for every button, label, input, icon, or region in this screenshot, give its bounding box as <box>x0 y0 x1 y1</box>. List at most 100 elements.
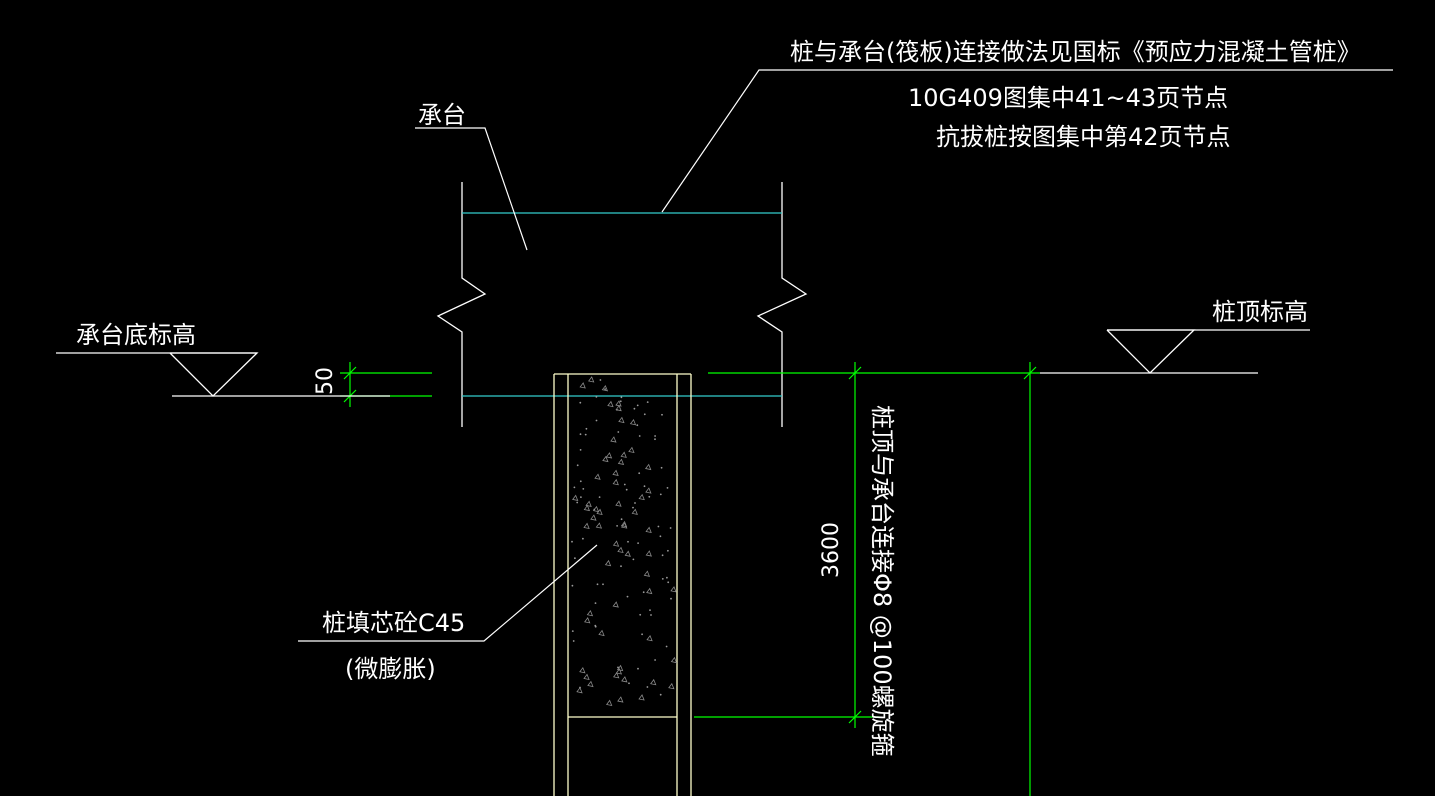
dim-3600-text: 3600 <box>819 522 844 578</box>
concrete-hatch-mark <box>661 554 664 557</box>
cap-left-edge-break-line <box>436 182 487 427</box>
concrete-hatch-mark <box>612 540 620 547</box>
concrete-hatch-mark <box>645 487 652 494</box>
cap-bottom-elev-triangle <box>169 352 259 397</box>
concrete-hatch-mark <box>582 537 584 540</box>
concrete-hatch-mark <box>643 485 646 488</box>
concrete-hatch-mark <box>669 527 672 529</box>
concrete-hatch-mark <box>617 431 620 433</box>
right-vertical-tick <box>1023 366 1037 380</box>
connection-note-line2: 10G409图集中41~43页节点 <box>908 84 1228 112</box>
cap-bottom-elevation-symbol <box>56 352 390 397</box>
concrete-hatch-mark <box>637 667 639 670</box>
cap-level-lines <box>462 212 782 397</box>
concrete-hatch-mark <box>648 495 651 498</box>
concrete-hatch-mark <box>574 557 576 560</box>
concrete-hatch-mark <box>617 546 624 554</box>
concrete-core-hatch <box>571 376 678 707</box>
concrete-hatch-mark <box>584 617 591 624</box>
concrete-hatch-mark <box>596 583 599 586</box>
concrete-hatch-mark <box>572 640 575 642</box>
concrete-hatch-mark <box>619 400 622 403</box>
concrete-hatch-mark <box>620 520 628 528</box>
concrete-hatch-mark <box>633 407 636 410</box>
concrete-hatch-mark <box>613 672 620 679</box>
pipe-pile <box>553 373 692 796</box>
concrete-hatch-mark <box>667 581 670 584</box>
cap-bottom-elev-label: 承台底标高 <box>76 321 196 349</box>
concrete-hatch-mark <box>617 666 619 669</box>
concrete-hatch-mark <box>620 518 623 521</box>
concrete-hatch-mark <box>584 433 587 436</box>
concrete-hatch-mark <box>579 686 581 689</box>
concrete-hatch-mark <box>615 668 623 675</box>
concrete-hatch-mark <box>615 400 622 407</box>
concrete-hatch-mark <box>596 508 603 516</box>
concrete-hatch-mark <box>645 463 652 471</box>
concrete-hatch-mark <box>628 682 630 685</box>
concrete-hatch-mark <box>582 488 585 490</box>
concrete-hatch-mark <box>628 446 635 454</box>
concrete-hatch-mark <box>670 586 677 593</box>
concrete-hatch-mark <box>571 630 574 632</box>
cap-right-edge-break-line <box>756 182 808 427</box>
concrete-hatch-mark <box>576 686 583 694</box>
dimension-lines <box>340 362 1040 796</box>
concrete-hatch-mark <box>643 413 646 416</box>
concrete-hatch-mark <box>646 634 653 642</box>
concrete-hatch-mark <box>661 578 664 580</box>
concrete-hatch-mark <box>604 559 612 567</box>
concrete-hatch-mark <box>654 438 656 441</box>
pile-top-elevation-symbol <box>1040 329 1310 374</box>
concrete-hatch-mark <box>639 613 642 616</box>
concrete-hatch-mark <box>595 522 603 529</box>
concrete-hatch-mark <box>615 500 622 507</box>
concrete-hatch-mark <box>595 396 598 398</box>
concrete-hatch-mark <box>620 522 628 529</box>
concrete-hatch-mark <box>576 464 579 467</box>
concrete-hatch-mark <box>579 480 582 483</box>
dim-50-text: 50 <box>313 367 338 395</box>
pile-top-elev-label: 桩顶标高 <box>1212 298 1308 326</box>
concrete-hatch-mark <box>649 609 651 611</box>
concrete-hatch-mark <box>645 550 652 557</box>
concrete-hatch-mark <box>585 500 592 507</box>
concrete-hatch-mark <box>605 699 613 707</box>
concrete-hatch-mark <box>571 494 579 501</box>
concrete-hatch-mark <box>642 591 645 594</box>
concrete-hatch-mark <box>659 535 662 538</box>
concrete-hatch-mark <box>612 469 619 476</box>
concrete-hatch-mark <box>645 526 652 534</box>
concrete-hatch-mark <box>610 436 617 443</box>
concrete-hatch-mark <box>626 595 629 598</box>
concrete-hatch-mark <box>638 472 641 475</box>
concrete-hatch-mark <box>661 413 663 416</box>
concrete-hatch-mark <box>634 502 636 504</box>
concrete-hatch-mark <box>579 401 582 404</box>
concrete-hatch-mark <box>617 458 625 465</box>
concrete-hatch-mark <box>583 504 591 512</box>
concrete-hatch-mark <box>594 473 601 480</box>
concrete-hatch-mark <box>636 404 639 407</box>
concrete-hatch-mark <box>602 455 609 463</box>
concrete-hatch-mark <box>598 496 601 498</box>
concrete-hatch-mark <box>616 525 618 527</box>
concrete-hatch-mark <box>625 488 628 491</box>
concrete-hatch-mark <box>665 645 668 648</box>
concrete-hatch-mark <box>667 549 669 552</box>
concrete-hatch-mark <box>643 570 651 577</box>
concrete-hatch-mark <box>638 435 641 437</box>
concrete-hatch-mark <box>588 376 595 383</box>
concrete-hatch-mark <box>627 540 629 543</box>
concrete-hatch-mark <box>579 382 586 389</box>
concrete-hatch-mark <box>646 587 653 595</box>
cap-label: 承台 <box>418 101 466 129</box>
concrete-hatch-mark <box>593 508 596 511</box>
connection-note-line3: 抗拔桩按图集中第42页节点 <box>936 123 1231 151</box>
concrete-hatch-mark <box>601 384 609 392</box>
concrete-hatch-mark <box>638 694 645 701</box>
concrete-hatch-mark <box>618 416 625 424</box>
concrete-hatch-mark <box>638 493 645 501</box>
cap-label-leader <box>415 127 528 251</box>
concrete-hatch-mark <box>629 418 637 426</box>
